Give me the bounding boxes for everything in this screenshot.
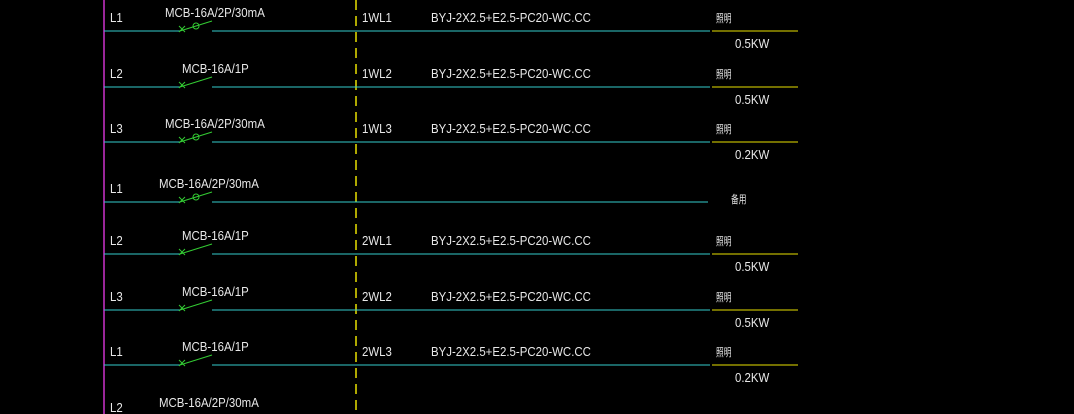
switch-blade bbox=[179, 76, 213, 88]
breaker-label: MCB-16A/2P/30mA bbox=[165, 5, 265, 20]
phase-label: L2 bbox=[110, 66, 123, 81]
load-usage-label: 照明 bbox=[716, 13, 732, 25]
breaker-label: MCB-16A/2P/30mA bbox=[159, 176, 259, 191]
cable-spec-label: BYJ-2X2.5+E2.5-PC20-WC.CC bbox=[431, 66, 591, 81]
load-usage-label: 照明 bbox=[716, 292, 732, 304]
circuit-id-label: 2WL1 bbox=[362, 233, 392, 248]
load-power-label: 0.5KW bbox=[735, 315, 770, 330]
cable-spec-label: BYJ-2X2.5+E2.5-PC20-WC.CC bbox=[431, 121, 591, 136]
rcd-indicator-circle bbox=[192, 22, 200, 30]
circuit-id-label: 2WL3 bbox=[362, 344, 392, 359]
phase-label: L1 bbox=[110, 181, 123, 196]
rcd-indicator-circle bbox=[192, 133, 200, 141]
load-usage-label: 照明 bbox=[716, 124, 732, 136]
phase-label: L3 bbox=[110, 289, 123, 304]
load-power-label: 0.2KW bbox=[735, 147, 770, 162]
load-usage-label: 照明 bbox=[716, 236, 732, 248]
phase-label: L1 bbox=[110, 344, 123, 359]
cable-spec-label: BYJ-2X2.5+E2.5-PC20-WC.CC bbox=[431, 10, 591, 25]
phase-label: L3 bbox=[110, 121, 123, 136]
circuit-id-label: 1WL1 bbox=[362, 10, 392, 25]
load-power-label: 0.5KW bbox=[735, 36, 770, 51]
switch-blade bbox=[179, 354, 213, 366]
cable-spec-label: BYJ-2X2.5+E2.5-PC20-WC.CC bbox=[431, 344, 591, 359]
load-power-label: 0.2KW bbox=[735, 370, 770, 385]
circuit-id-label: 1WL3 bbox=[362, 121, 392, 136]
rcd-indicator-circle bbox=[192, 193, 200, 201]
breaker-label: MCB-16A/2P/30mA bbox=[165, 116, 265, 131]
breaker-label: MCB-16A/1P bbox=[182, 228, 249, 243]
load-power-label: 0.5KW bbox=[735, 259, 770, 274]
breaker-label: MCB-16A/1P bbox=[182, 61, 249, 76]
load-usage-label: 照明 bbox=[716, 69, 732, 81]
switch-blade bbox=[179, 131, 213, 143]
circuit-id-label: 1WL2 bbox=[362, 66, 392, 81]
cable-spec-label: BYJ-2X2.5+E2.5-PC20-WC.CC bbox=[431, 233, 591, 248]
cable-spec-label: BYJ-2X2.5+E2.5-PC20-WC.CC bbox=[431, 289, 591, 304]
switch-blade bbox=[179, 20, 213, 32]
circuit-id-label: 2WL2 bbox=[362, 289, 392, 304]
load-usage-label: 备用 bbox=[731, 194, 747, 206]
switch-blade bbox=[179, 299, 213, 311]
load-usage-label: 照明 bbox=[716, 347, 732, 359]
breaker-label: MCB-16A/1P bbox=[182, 284, 249, 299]
breaker-label: MCB-16A/2P/30mA bbox=[159, 395, 259, 410]
phase-label: L2 bbox=[110, 233, 123, 248]
phase-label: L1 bbox=[110, 10, 123, 25]
phase-label: L2 bbox=[110, 400, 123, 414]
switch-blade bbox=[179, 243, 213, 255]
load-power-label: 0.5KW bbox=[735, 92, 770, 107]
switch-blade bbox=[179, 191, 213, 203]
breaker-label: MCB-16A/1P bbox=[182, 339, 249, 354]
